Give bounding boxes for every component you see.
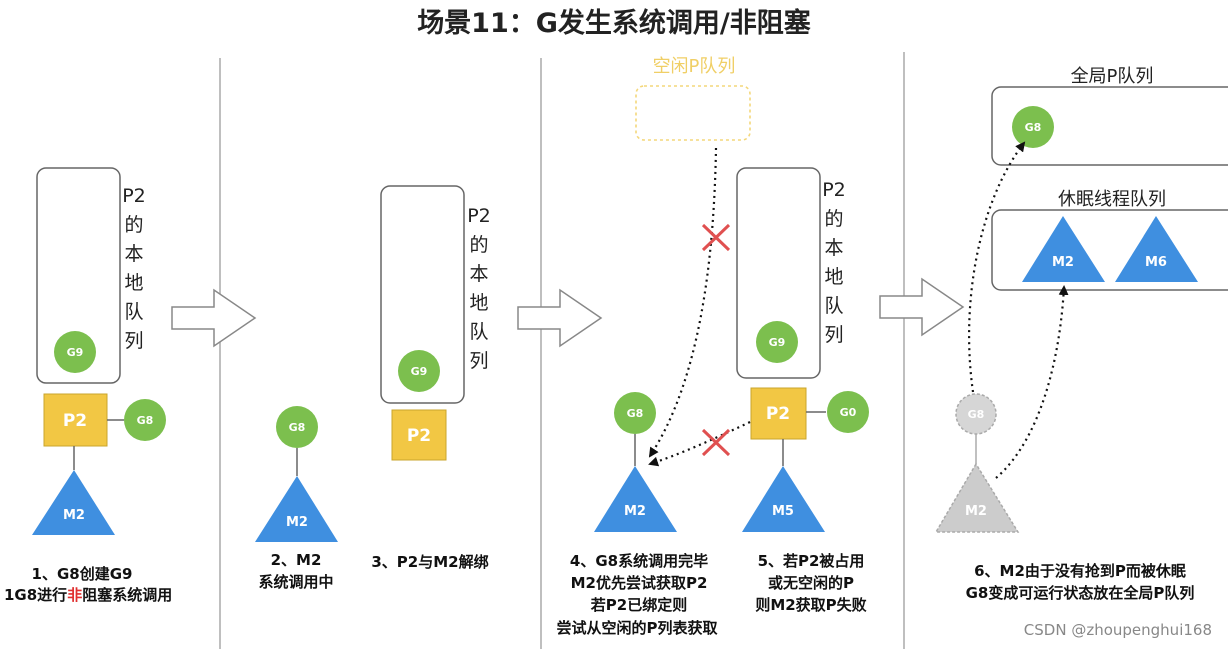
machine-m5 [742, 466, 825, 532]
global-p-queue-label: 全局P队列 [1071, 66, 1154, 87]
fail-cross-icon [701, 428, 731, 457]
transition-arrow-1 [171, 288, 257, 348]
panel-2: G8 M2 2、M2 系统调用中 P2 的 本 地 队 列 G9 P2 3、P2… [255, 185, 491, 591]
goroutine-g8-label: G8 [627, 407, 644, 420]
queue-label-char: 队 [824, 295, 843, 317]
local-queue-box [380, 185, 465, 404]
ghost-goroutine-g8-label: G8 [968, 408, 985, 421]
caption-3: 3、P2与M2解绑 [371, 553, 488, 571]
processor-p2 [391, 409, 447, 461]
queue-label-char: 列 [824, 324, 843, 346]
sleep-thread-queue-label: 休眠线程队列 [1058, 189, 1166, 210]
attempt-from-idle-arrow [648, 147, 718, 458]
caption-1-highlight: 非 [67, 586, 82, 604]
transition-arrow-3 [879, 277, 965, 337]
m2-to-sleep-arrow [995, 285, 1069, 479]
goroutine-g9 [398, 350, 440, 392]
transition-arrow-2 [517, 288, 603, 348]
processor-p2-label: P2 [63, 411, 87, 431]
machine-m6-label: M6 [1145, 255, 1167, 270]
queue-label-char: 本 [824, 237, 843, 259]
goroutine-g8-label: G8 [137, 414, 154, 427]
goroutine-g8-label: G8 [289, 421, 306, 434]
ghost-machine-m2 [934, 462, 1020, 533]
idle-p-queue-box [635, 85, 751, 141]
caption-6-line2: G8变成可运行状态放在全局P队列 [966, 584, 1195, 602]
goroutine-g9-label: G9 [67, 346, 84, 359]
caption-4-line1: 4、G8系统调用完毕 [570, 552, 708, 570]
goroutine-g0 [827, 391, 869, 433]
caption-2-line2: 系统调用中 [258, 573, 333, 591]
goroutine-g8-label: G8 [1025, 121, 1042, 134]
caption-4-line3: 若P2已绑定则 [590, 596, 687, 614]
panel-1: P2 的 本 地 队 列 G9 P2 G8 M2 1、G8创建G9 1G8进行非… [4, 167, 172, 604]
queue-label-char: 地 [824, 266, 843, 288]
queue-label-char: 地 [124, 272, 143, 294]
machine-m2-label: M2 [624, 504, 646, 519]
caption-5-line3: 则M2获取P失败 [755, 596, 866, 614]
local-queue-box [736, 167, 821, 379]
watermark: CSDN @zhoupenghui168 [1024, 621, 1212, 639]
fail-cross-icon [701, 223, 731, 252]
caption-4-line2: M2优先尝试获取P2 [571, 574, 708, 592]
local-queue-label: P2 的 本 地 队 列 [822, 179, 846, 346]
queue-label-char: 的 [469, 234, 488, 256]
queue-label-char: 队 [469, 321, 488, 343]
local-queue-label: P2 的 本 地 队 列 [122, 185, 146, 352]
panel-3: 空闲P队列 G8 M2 P2 的 本 地 队 列 G9 P2 [557, 56, 869, 637]
caption-4-line4: 尝试从空闲的P列表获取 [557, 619, 719, 637]
queue-label-char: 列 [469, 350, 488, 372]
machine-m2 [594, 466, 677, 532]
caption-1-line1: 1、G8创建G9 [32, 565, 133, 583]
caption-5-line1: 5、若P2被占用 [758, 552, 865, 570]
goroutine-g8 [276, 406, 318, 448]
queue-label-char: 列 [124, 330, 143, 352]
machine-m6 [1115, 216, 1198, 282]
goroutine-g8 [124, 399, 166, 441]
machine-m2 [32, 470, 115, 535]
queue-label-char: 队 [124, 301, 143, 323]
goroutine-g8 [1012, 106, 1054, 148]
caption-1-line2: 1G8进行非阻塞系统调用 [4, 586, 172, 604]
local-queue-label: P2 的 本 地 队 列 [467, 205, 491, 372]
attempt-from-p2-arrow [648, 421, 751, 467]
diagram-title: 场景11：G发生系统调用/非阻塞 [417, 7, 811, 39]
queue-label-char: P2 [122, 185, 146, 207]
local-queue-box [36, 167, 121, 384]
processor-p2 [750, 387, 807, 440]
caption-6-line1: 6、M2由于没有抢到P而被休眠 [974, 562, 1186, 580]
g8-to-global-arrow [968, 141, 1026, 393]
goroutine-g9-label: G9 [769, 336, 786, 349]
ghost-machine-m2-label: M2 [965, 504, 987, 519]
queue-label-char: 本 [124, 243, 143, 265]
global-p-queue-box [991, 86, 1228, 166]
machine-m2-label: M2 [63, 508, 85, 523]
caption-1-pre: 1G8进行 [4, 586, 67, 604]
queue-label-char: 本 [469, 263, 488, 285]
caption-2-line1: 2、M2 [271, 551, 322, 569]
machine-m2 [255, 476, 338, 542]
goroutine-g9 [756, 321, 798, 363]
queue-label-char: P2 [467, 205, 491, 227]
goroutine-g9 [54, 331, 96, 373]
goroutine-g0-label: G0 [840, 406, 857, 419]
queue-label-char: 的 [824, 208, 843, 230]
machine-m2-label: M2 [1052, 255, 1074, 270]
queue-label-char: 的 [124, 214, 143, 236]
queue-label-char: P2 [822, 179, 846, 201]
idle-p-queue-label: 空闲P队列 [653, 56, 736, 77]
caption-5-line2: 或无空闲的P [768, 574, 854, 592]
machine-m2-label: M2 [286, 515, 308, 530]
machine-m5-label: M5 [772, 504, 794, 519]
machine-m2 [1022, 216, 1105, 282]
processor-p2-label: P2 [766, 404, 790, 424]
caption-1-post: 阻塞系统调用 [82, 586, 172, 604]
goroutine-g9-label: G9 [411, 365, 428, 378]
panel-4: 全局P队列 G8 休眠线程队列 M2 M6 G8 M2 6、M2由于没有抢到P而… [934, 66, 1228, 602]
processor-p2-label: P2 [407, 426, 431, 446]
goroutine-g8 [614, 392, 656, 434]
queue-label-char: 地 [469, 292, 488, 314]
